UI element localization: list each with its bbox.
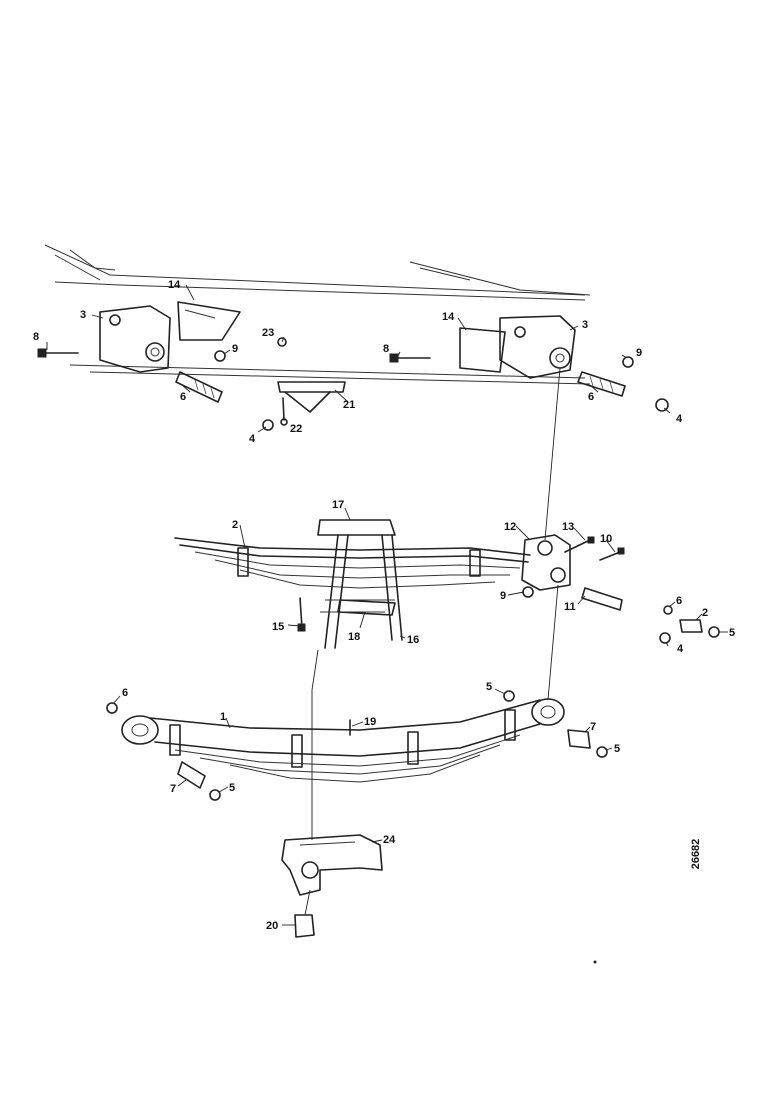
callout-23: 23	[262, 327, 274, 339]
front-nut-4	[262, 419, 274, 431]
callout-12: 12	[504, 521, 516, 533]
nut-5-lower-top	[503, 690, 515, 702]
u-bolt-17	[317, 519, 403, 649]
callout-1: 1	[220, 711, 226, 723]
upper-leaf-spring	[174, 537, 531, 589]
callout-20: 20	[266, 920, 278, 932]
washer-6-shackle	[663, 605, 673, 615]
assembly-centerlines	[304, 367, 561, 916]
callout-4: 4	[677, 643, 684, 655]
callout-7: 7	[170, 783, 176, 795]
rear-nut-9	[622, 356, 634, 368]
lower-leaf-spring-1	[121, 698, 565, 783]
callout-14: 14	[168, 279, 181, 291]
rear-spring-pin	[577, 371, 626, 397]
callout-22: 22	[290, 423, 302, 435]
callout-21: 21	[343, 399, 355, 411]
rear-shackle-bolt	[389, 353, 431, 363]
callout-7: 7	[590, 721, 596, 733]
callout-15: 15	[272, 621, 284, 633]
reference-code: 26682	[690, 838, 702, 870]
callout-10: 10	[600, 533, 612, 545]
callout-9: 9	[232, 343, 238, 355]
nut-4-shackle	[659, 632, 671, 644]
callout-6: 6	[122, 687, 128, 699]
callout-3: 3	[582, 319, 588, 331]
front-spring-pin	[175, 371, 223, 403]
callout-labels: 14 3 8 9 6 4 23 21 22 14 3 8 9 6 4 2 17 …	[33, 279, 735, 932]
bushing-2	[679, 619, 703, 633]
callout-24: 24	[383, 834, 396, 846]
bushing-7-right	[567, 729, 591, 749]
callout-6: 6	[180, 391, 186, 403]
callout-5: 5	[614, 743, 620, 755]
callout-9: 9	[636, 347, 642, 359]
callout-9: 9	[500, 590, 506, 602]
shackle-pin-11	[581, 587, 623, 611]
callout-18: 18	[348, 631, 360, 643]
callout-4: 4	[249, 433, 256, 445]
callout-5: 5	[729, 627, 735, 639]
callout-6: 6	[676, 595, 682, 607]
callout-14: 14	[442, 311, 455, 323]
callout-8: 8	[33, 331, 39, 343]
washer-6-lower	[106, 702, 118, 714]
callout-6: 6	[588, 391, 594, 403]
callout-17: 17	[332, 499, 344, 511]
nut-5-lower-right	[596, 746, 608, 758]
callout-2: 2	[232, 519, 238, 531]
callout-leaders	[46, 284, 728, 926]
speck	[593, 960, 597, 964]
u-bolt-nut-15	[297, 597, 306, 632]
callout-4: 4	[676, 413, 683, 425]
callout-11: 11	[564, 601, 576, 613]
nut-5-shackle	[708, 626, 720, 638]
callout-13: 13	[562, 521, 574, 533]
nut-9-shackle	[522, 586, 534, 598]
callout-16: 16	[407, 634, 419, 646]
front-spring-hanger-bracket	[99, 301, 241, 373]
spring-seat-24	[281, 834, 383, 896]
bump-stop-20	[294, 914, 315, 938]
callout-5: 5	[229, 782, 235, 794]
rear-nut-4	[655, 398, 669, 412]
callout-19: 19	[364, 716, 376, 728]
callout-5: 5	[486, 681, 492, 693]
u-bolt-plate-21	[277, 337, 346, 426]
bushing-7-left	[177, 761, 206, 789]
axle-clamp-plate-18	[337, 599, 396, 616]
nut-5-lower-left	[209, 789, 221, 801]
chassis-frame-rail	[44, 244, 591, 385]
callout-3: 3	[80, 309, 86, 321]
shackle-bolt-10	[599, 547, 625, 561]
front-nut-9	[214, 350, 226, 362]
shackle-bolt-13	[564, 536, 595, 553]
rear-shackle-12	[521, 534, 571, 591]
callout-2: 2	[702, 607, 708, 619]
rear-spring-hanger-bracket	[459, 315, 576, 379]
callout-8: 8	[383, 343, 389, 355]
front-shackle-bolt	[37, 348, 79, 358]
